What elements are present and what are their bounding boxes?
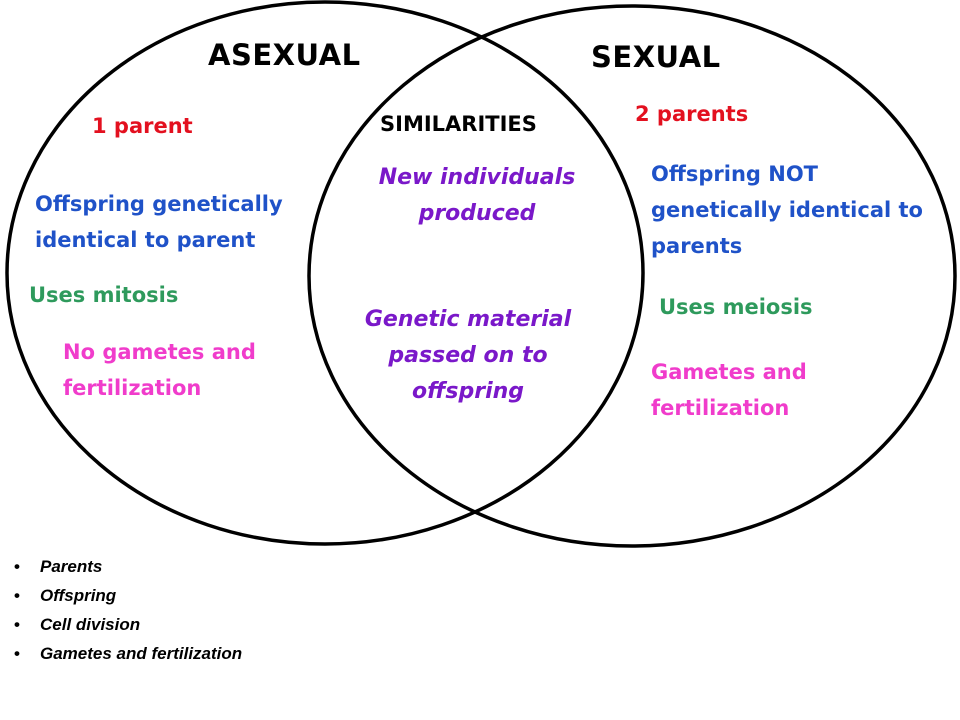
asexual-gametes: No gametes and fertilization bbox=[63, 340, 256, 400]
asexual-circle bbox=[5, 0, 645, 546]
sexual-offspring: Offspring NOT genetically identical to p… bbox=[651, 162, 923, 258]
sexual-gametes: Gametes and fertilization bbox=[651, 360, 807, 420]
similarity-new-individuals: New individuals produced bbox=[378, 165, 576, 226]
similarities-title: SIMILARITIES bbox=[380, 112, 537, 136]
similarity-genetic-material: Genetic material passed on to offspring bbox=[364, 307, 572, 404]
legend-item-label: Cell division bbox=[40, 615, 141, 634]
sexual-title: SEXUAL bbox=[591, 40, 721, 74]
bullet-icon: • bbox=[14, 557, 20, 576]
bullet-icon: • bbox=[14, 615, 20, 634]
legend-item-label: Gametes and fertilization bbox=[40, 644, 243, 663]
sexual-cell-division: Uses meiosis bbox=[659, 295, 813, 319]
asexual-cell-division: Uses mitosis bbox=[29, 283, 179, 307]
asexual-offspring: Offspring genetically identical to paren… bbox=[35, 192, 283, 252]
asexual-title: ASEXUAL bbox=[208, 38, 361, 72]
legend-item-cell-division: • Cell division bbox=[14, 610, 242, 639]
sexual-parents: 2 parents bbox=[635, 102, 749, 126]
legend-item-label: Offspring bbox=[40, 586, 117, 605]
bullet-icon: • bbox=[14, 644, 20, 663]
legend-item-offspring: • Offspring bbox=[14, 581, 242, 610]
legend-item-gametes: • Gametes and fertilization bbox=[14, 639, 242, 668]
asexual-parents: 1 parent bbox=[92, 114, 193, 138]
legend-list: • Parents • Offspring • Cell division • Game… bbox=[14, 552, 242, 668]
bullet-icon: • bbox=[14, 586, 20, 605]
sexual-circle bbox=[307, 4, 957, 548]
legend-item-label: Parents bbox=[40, 557, 103, 576]
legend-item-parents: • Parents bbox=[14, 552, 242, 581]
